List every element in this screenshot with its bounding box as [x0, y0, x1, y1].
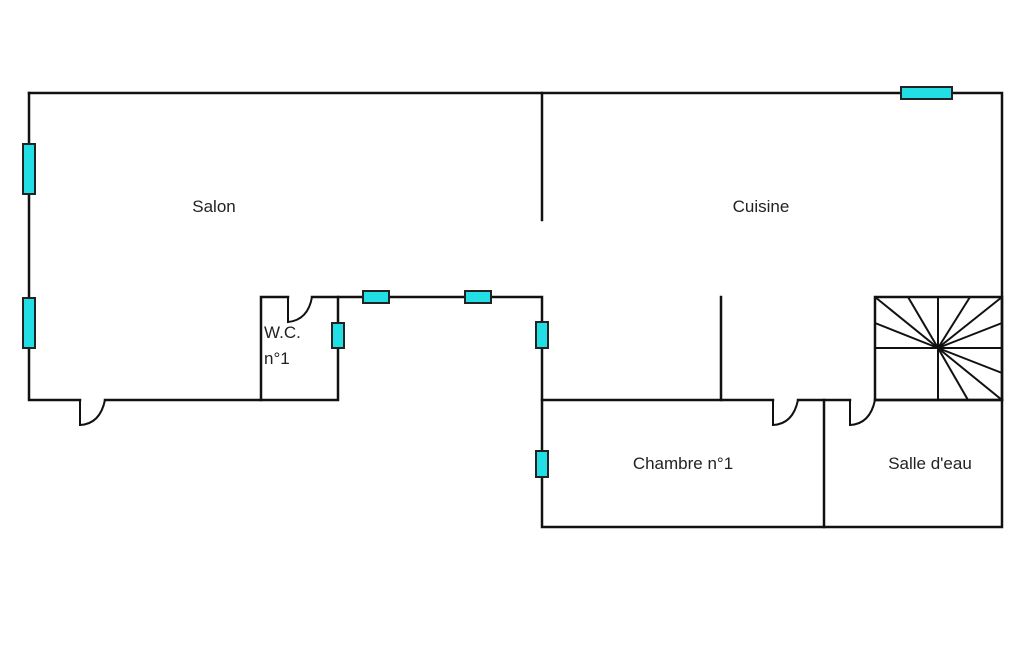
- door-salle-eau: [849, 399, 876, 427]
- window: [331, 322, 345, 349]
- window: [535, 450, 549, 478]
- door-salon: [79, 399, 106, 427]
- window: [22, 143, 36, 195]
- label-cuisine: Cuisine: [733, 197, 790, 216]
- window: [22, 297, 36, 349]
- staircase: [873, 295, 1004, 402]
- label-salon: Salon: [192, 197, 235, 216]
- door-chambre: [772, 399, 799, 427]
- label-wc: W.C.: [264, 323, 301, 342]
- label-salle-eau: Salle d'eau: [888, 454, 972, 473]
- doors: [79, 296, 876, 427]
- room-labels: Salon Cuisine W.C. n°1 Chambre n°1 Salle…: [192, 197, 972, 473]
- window: [464, 290, 492, 304]
- window: [900, 86, 953, 100]
- windows: [22, 86, 953, 478]
- window: [362, 290, 390, 304]
- walls: [27, 91, 1004, 529]
- label-chambre: Chambre n°1: [633, 454, 733, 473]
- label-wc-number: n°1: [264, 349, 290, 368]
- window: [535, 321, 549, 349]
- door-wc: [287, 296, 313, 324]
